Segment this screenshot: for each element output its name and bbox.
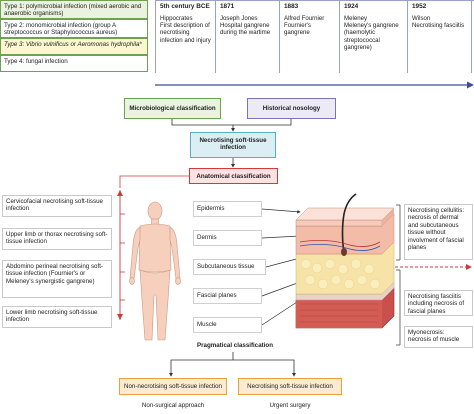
type-3-label: Type 3: Vibrio vulnificus or Aeromonas h… (4, 41, 142, 48)
infection-types-panel: Type 1: polymicrobial infection (mixed a… (0, 0, 148, 72)
timeline-desc-4: Meleney Meleney's gangrene (haemolytic s… (344, 15, 399, 51)
type-4-box: Type 4: fungal infection (0, 55, 148, 72)
outcome-cellulitis: Necrotising cellulitis: necrosis of derm… (404, 204, 473, 260)
timeline-arrow (155, 81, 474, 89)
timeline-entry-2: 1871 Joseph Jones Hospital gangrene duri… (216, 0, 280, 73)
layer-epidermis-label: Epidermis (197, 205, 225, 212)
non-surgical-approach-text: Non-surgical approach (119, 402, 227, 412)
type-2-box: Type 2: monomicrobial infection (group A… (0, 19, 148, 38)
timeline-year-1: 5th century BCE (160, 3, 210, 10)
timeline-entry-3: 1883 Alfred Fournier Fournier's gangrene (280, 0, 340, 73)
layer-dermis-box: Dermis (193, 230, 262, 246)
pragmatical-classification-label: Pragmatical classification (196, 342, 273, 349)
non-surgical-approach-label: Non-surgical approach (141, 402, 205, 409)
region-abdomino-perineal: Abdomino perineal necrotising soft-tissu… (2, 260, 112, 298)
timeline-year-5: 1952 (412, 3, 427, 10)
outcome-myonecrosis: Myonecrosis: necrosis of muscle (404, 326, 473, 348)
necrotising-box: Necrotising soft-tissue infection (238, 378, 342, 395)
region-upper-limb: Upper limb or thorax necrotising soft-ti… (2, 228, 112, 250)
timeline-panel: 5th century BCE Hippocrates First descri… (155, 0, 474, 90)
region-cervicofacial-label: Cervicofacial necrotising soft-tissue in… (6, 198, 103, 213)
necrotising-label: Necrotising soft-tissue infection (247, 383, 333, 390)
timeline-desc-2: Joseph Jones Hospital gangrene during th… (220, 15, 271, 37)
outcome-myonecrosis-label: Myonecrosis: necrosis of muscle (408, 329, 460, 344)
microbiological-classification-box: Microbiological classification (124, 98, 221, 119)
region-cervicofacial: Cervicofacial necrotising soft-tissue in… (2, 195, 112, 217)
human-body-figure (129, 201, 181, 341)
timeline-top-border (155, 0, 474, 1)
type-1-label: Type 1: polymicrobial infection (mixed a… (4, 3, 142, 18)
timeline-desc-5: Wilson Necrotising fasciitis (412, 15, 465, 30)
nsti-center-label: Necrotising soft-tissue infection (199, 137, 267, 152)
layer-muscle-label: Muscle (197, 321, 217, 328)
region-lower-limb: Lower limb necrotising soft-tissue infec… (2, 306, 112, 328)
layer-fascial-box: Fascial planes (193, 288, 262, 304)
type-4-label: Type 4: fungal infection (4, 58, 68, 65)
historical-nosology-box: Historical nosology (247, 98, 336, 119)
type-2-label: Type 2: monomicrobial infection (group A… (4, 22, 118, 37)
timeline-entry-5: 1952 Wilson Necrotising fasciitis (408, 0, 472, 73)
skin-cross-section-illustration (295, 193, 395, 329)
region-abdomino-perineal-label: Abdomino perineal necrotising soft-tissu… (6, 263, 103, 285)
urgent-surgery-label: Urgent surgery (269, 402, 311, 409)
timeline-year-3: 1883 (284, 3, 299, 10)
layer-dermis-label: Dermis (197, 234, 217, 241)
layer-subcutaneous-box: Subcutaneous tissue (193, 259, 266, 275)
layer-epidermis-box: Epidermis (193, 201, 262, 217)
region-upper-limb-label: Upper limb or thorax necrotising soft-ti… (6, 231, 108, 246)
nsti-center-box: Necrotising soft-tissue infection (190, 132, 276, 158)
non-necrotising-box: Non-necrotising soft-tissue infection (119, 378, 227, 395)
layer-muscle-box: Muscle (193, 317, 262, 333)
urgent-surgery-text: Urgent surgery (238, 402, 342, 412)
timeline-entry-4: 1924 Meleney Meleney's gangrene (haemoly… (340, 0, 408, 73)
microbiological-classification-label: Microbiological classification (129, 105, 216, 112)
timeline-desc-1: Hippocrates First description of necroti… (160, 15, 211, 44)
layer-subcutaneous-label: Subcutaneous tissue (197, 263, 255, 270)
outcome-fasciitis-label: Necrotising fasciitis including necrosis… (408, 293, 465, 315)
type-3-box: Type 3: Vibrio vulnificus or Aeromonas h… (0, 38, 148, 55)
region-lower-limb-label: Lower limb necrotising soft-tissue infec… (6, 309, 98, 324)
historical-nosology-label: Historical nosology (262, 105, 321, 112)
timeline-year-4: 1924 (344, 3, 359, 10)
anatomical-classification-box: Anatomical classification (189, 168, 278, 184)
timeline-desc-3: Alfred Fournier Fournier's gangrene (284, 15, 325, 37)
timeline-entry-1: 5th century BCE Hippocrates First descri… (155, 0, 216, 73)
outcome-cellulitis-label: Necrotising cellulitis: necrosis of derm… (408, 207, 465, 252)
type-1-box: Type 1: polymicrobial infection (mixed a… (0, 0, 148, 19)
layer-fascial-label: Fascial planes (197, 292, 237, 299)
timeline-year-2: 1871 (220, 3, 235, 10)
anatomical-classification-label: Anatomical classification (196, 173, 271, 180)
outcome-fasciitis: Necrotising fasciitis including necrosis… (404, 290, 473, 316)
non-necrotising-label: Non-necrotising soft-tissue infection (123, 383, 222, 390)
pragmatical-classification-title: Pragmatical classification (190, 342, 280, 352)
